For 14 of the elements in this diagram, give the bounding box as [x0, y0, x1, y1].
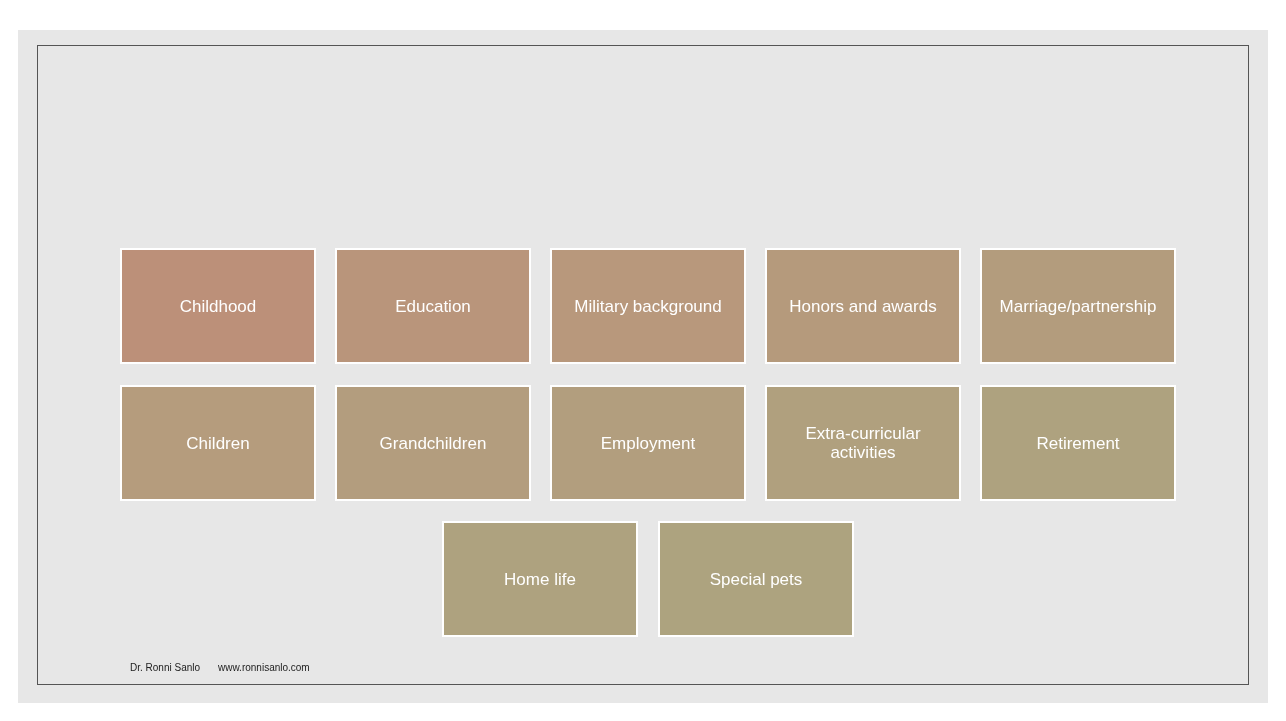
topic-box: Honors and awards	[765, 248, 961, 364]
topic-box: Retirement	[980, 385, 1176, 501]
footer-text: www.ronnisanlo.com	[218, 662, 310, 673]
author-name: Dr. Ronni Sanlo	[130, 662, 201, 673]
topic-box: Special pets	[658, 521, 854, 637]
topic-box: Extra-curricular activities	[765, 385, 961, 501]
topic-box: Children	[120, 385, 316, 501]
topic-box: Childhood	[120, 248, 316, 364]
topic-box: Education	[335, 248, 531, 364]
topic-box: Grandchildren	[335, 385, 531, 501]
topic-box: Home life	[442, 521, 638, 637]
topic-box: Employment	[550, 385, 746, 501]
topic-box: Military background	[550, 248, 746, 364]
topic-box: Marriage/partnership	[980, 248, 1176, 364]
